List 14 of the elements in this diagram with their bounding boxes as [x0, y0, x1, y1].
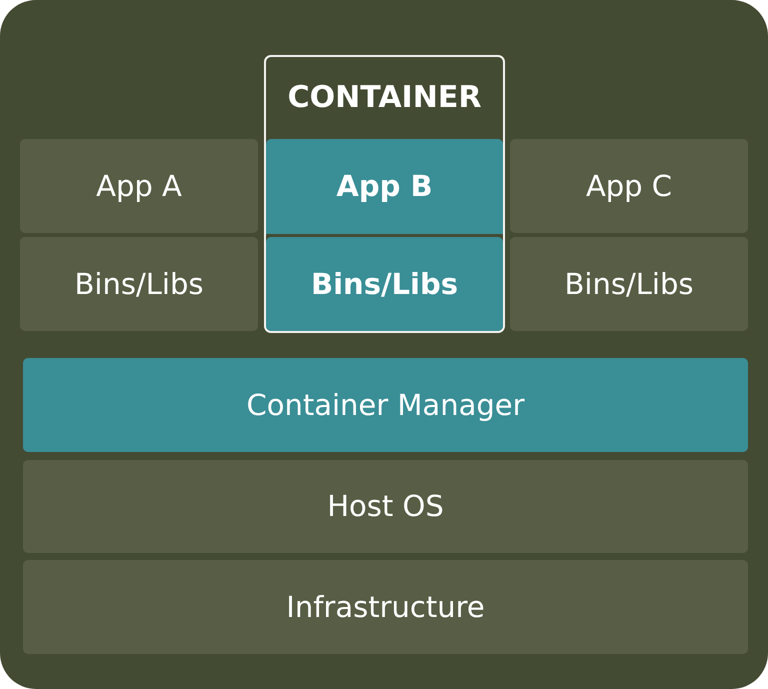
box-label: App B [336, 169, 433, 204]
container-outline [264, 55, 505, 333]
box-label: Bins/Libs [311, 266, 458, 302]
library-box [266, 237, 503, 331]
container-heading: CONTAINER [288, 80, 482, 116]
box-label: Host OS [327, 489, 444, 524]
box-label: Infrastructure [286, 590, 485, 624]
box-label: Bins/Libs [564, 266, 694, 302]
manager-layer-bar [23, 358, 748, 452]
box-label: Container Manager [246, 388, 525, 422]
box-label: App C [586, 168, 672, 204]
app-box [266, 139, 503, 234]
box-label: App A [96, 168, 182, 204]
box-label: Bins/Libs [74, 266, 204, 302]
